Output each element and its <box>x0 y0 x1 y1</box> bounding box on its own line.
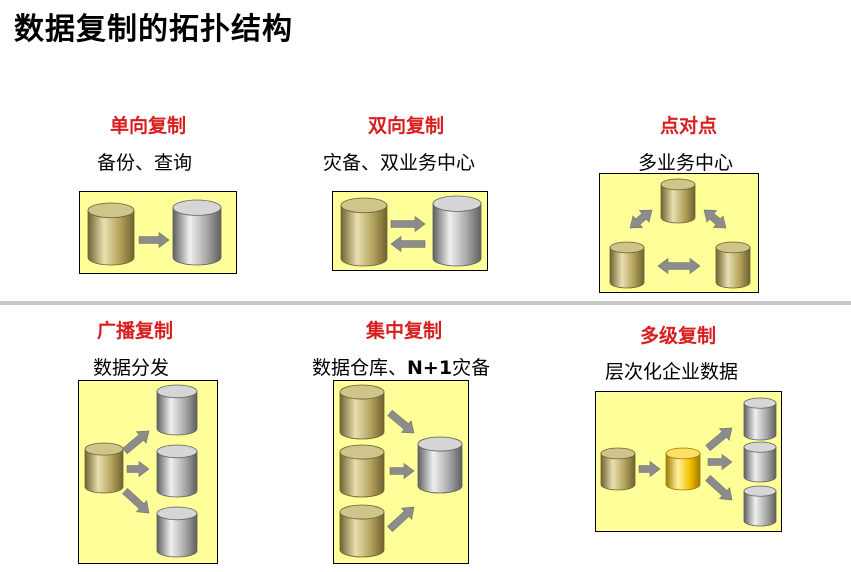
db-source-3 <box>340 505 384 557</box>
topology-title-peer-to-peer: 点对点 <box>660 111 717 138</box>
db-source-1 <box>340 385 384 439</box>
db-right <box>433 196 481 266</box>
diagram-peer-to-peer <box>599 173 759 293</box>
db-source-2 <box>340 445 384 497</box>
arrow-up <box>123 431 149 454</box>
topology-subtitle-consolidation: 数据仓库、N+1灾备 <box>312 353 490 380</box>
db-target <box>173 200 221 265</box>
arrow-from-bottom <box>388 507 414 532</box>
arrow-top-right <box>704 210 726 228</box>
topology-title-two-way: 双向复制 <box>368 111 444 138</box>
diagram-one-way <box>79 191 237 274</box>
diagram-broadcast <box>78 380 218 564</box>
arrow-mid <box>708 455 732 470</box>
arrow-right <box>139 233 169 248</box>
arrow-up <box>706 428 732 451</box>
db-target-3 <box>744 486 776 526</box>
arrow-bottom <box>658 259 700 274</box>
db-bottom-right <box>716 242 750 288</box>
diagram-multi-tier <box>595 391 782 532</box>
db-target-3 <box>157 507 197 557</box>
db-source <box>85 443 123 493</box>
db-bottom-left <box>610 242 644 288</box>
arrow-from-mid <box>390 464 414 479</box>
db-target <box>418 437 462 493</box>
arrow-from-top <box>388 410 414 433</box>
arrow-mid <box>127 462 149 477</box>
topology-title-multi-tier: 多级复制 <box>640 321 716 348</box>
db-target-2 <box>157 445 197 497</box>
db-hub <box>666 448 700 490</box>
diagram-consolidation <box>333 380 469 564</box>
topology-subtitle-multi-tier: 层次化企业数据 <box>605 357 738 384</box>
db-left <box>341 198 387 266</box>
topology-title-broadcast: 广播复制 <box>97 316 173 343</box>
db-top <box>661 179 695 223</box>
topology-subtitle-peer-to-peer: 多业务中心 <box>638 148 733 175</box>
arrow-right <box>391 217 425 232</box>
db-source <box>88 203 134 265</box>
topology-subtitle-broadcast: 数据分发 <box>93 353 169 380</box>
arrow-down <box>706 475 732 500</box>
page-title: 数据复制的拓扑结构 <box>14 4 293 48</box>
topology-title-consolidation: 集中复制 <box>366 316 442 343</box>
db-source <box>601 448 635 490</box>
db-target-1 <box>157 385 197 435</box>
arrow-top-left <box>630 210 652 228</box>
topology-title-one-way: 单向复制 <box>110 111 186 138</box>
arrow-down <box>123 488 149 513</box>
db-target-2 <box>744 442 776 482</box>
arrow-left <box>391 237 425 252</box>
diagram-two-way <box>332 191 488 271</box>
topology-subtitle-one-way: 备份、查询 <box>97 148 192 175</box>
topology-subtitle-two-way: 灾备、双业务中心 <box>323 148 475 175</box>
db-target-1 <box>744 398 776 440</box>
arrow-to-hub <box>639 462 660 477</box>
section-divider <box>0 301 851 305</box>
